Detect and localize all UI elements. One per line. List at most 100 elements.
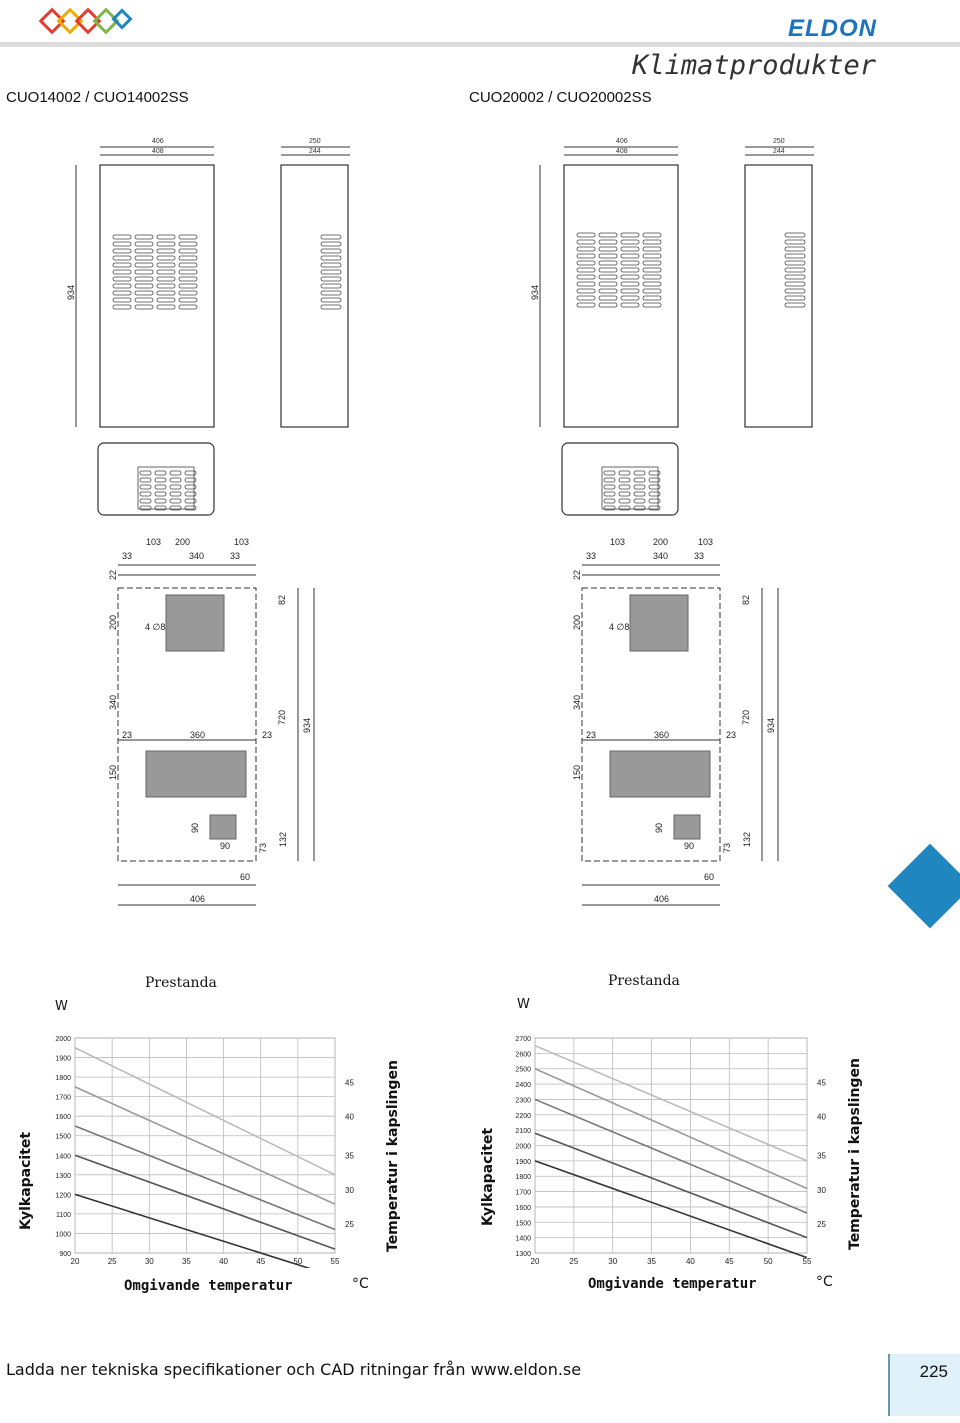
svg-text:244: 244 xyxy=(309,148,321,155)
vent-slat xyxy=(134,269,154,275)
svg-text:73: 73 xyxy=(258,843,268,853)
vent-slat xyxy=(576,288,596,294)
y-tick-label: 2100 xyxy=(515,1128,531,1135)
x-tick-label: 55 xyxy=(803,1257,812,1266)
svg-text:150: 150 xyxy=(108,765,118,780)
vent-slat xyxy=(784,274,806,280)
svg-text:360: 360 xyxy=(190,730,205,740)
vent-slat xyxy=(642,260,662,266)
vent-slat xyxy=(620,302,640,308)
chart-right-unit: W xyxy=(517,997,530,1012)
vent-slat xyxy=(320,304,342,310)
vent-slat xyxy=(134,276,154,282)
vent-slat xyxy=(156,269,176,275)
vent-slat xyxy=(112,234,132,240)
vent-slat xyxy=(154,477,167,483)
svg-text:406: 406 xyxy=(654,894,669,904)
y-tick-label: 1300 xyxy=(55,1173,71,1180)
x-tick-label: 30 xyxy=(145,1257,154,1266)
y-tick-label: 2300 xyxy=(515,1097,531,1104)
vent-slat xyxy=(156,283,176,289)
vent-slat xyxy=(320,255,342,261)
vent-slat xyxy=(633,477,646,483)
vent-slat xyxy=(603,470,616,476)
svg-text:720: 720 xyxy=(741,710,751,725)
svg-text:90: 90 xyxy=(654,823,664,833)
svg-text:244: 244 xyxy=(773,148,785,155)
vent-slat xyxy=(576,246,596,252)
vent-slat xyxy=(178,304,198,310)
vent-slat xyxy=(620,246,640,252)
vent-slat xyxy=(139,470,152,476)
vent-slat xyxy=(603,491,616,497)
vent-slat xyxy=(618,477,631,483)
x-tick-label: 35 xyxy=(182,1257,191,1266)
vent-slat xyxy=(648,477,661,483)
vent-slat xyxy=(642,239,662,245)
y-tick-label: 1500 xyxy=(515,1220,531,1227)
x-tick-label: 55 xyxy=(331,1257,340,1266)
drawing-set-right xyxy=(539,146,814,906)
svg-text:22: 22 xyxy=(572,570,582,580)
vent-slat xyxy=(633,505,646,511)
vent-slat xyxy=(648,491,661,497)
svg-text:ELDON: ELDON xyxy=(788,15,877,40)
vent-slat xyxy=(320,297,342,303)
technical-drawings: 406 408 250 244 406 408 250 244 103 200 … xyxy=(66,138,814,906)
svg-text:33: 33 xyxy=(694,551,704,561)
vent-slat xyxy=(178,255,198,261)
svg-text:4 ∅8: 4 ∅8 xyxy=(145,622,165,632)
y-tick-label: 1400 xyxy=(55,1153,71,1160)
vent-slat xyxy=(156,248,176,254)
vent-slat xyxy=(620,288,640,294)
vent-slat xyxy=(139,477,152,483)
series-label: 30 xyxy=(817,1186,826,1195)
vent-slat xyxy=(112,248,132,254)
vent-slat xyxy=(178,234,198,240)
drawing-set-left xyxy=(75,146,350,906)
vent-slat xyxy=(633,498,646,504)
vent-slat xyxy=(648,470,661,476)
vent-slat xyxy=(320,276,342,282)
svg-text:406: 406 xyxy=(616,138,628,145)
series-line xyxy=(534,1132,808,1239)
svg-text:22: 22 xyxy=(108,570,118,580)
vent-slat xyxy=(642,288,662,294)
svg-text:340: 340 xyxy=(572,695,582,710)
vent-slat xyxy=(598,288,618,294)
y-tick-label: 1300 xyxy=(515,1251,531,1258)
svg-text:406: 406 xyxy=(190,894,205,904)
vent-slat xyxy=(633,491,646,497)
vent-slat xyxy=(112,241,132,247)
vent-slat xyxy=(620,281,640,287)
series-label: 45 xyxy=(345,1078,354,1087)
vent-slat xyxy=(134,290,154,296)
y-tick-label: 1500 xyxy=(55,1134,71,1141)
vent-slat xyxy=(576,295,596,301)
x-tick-label: 50 xyxy=(764,1257,773,1266)
vent-slat xyxy=(598,274,618,280)
vent-slat xyxy=(598,260,618,266)
vent-slat xyxy=(156,297,176,303)
y-tick-label: 2700 xyxy=(515,1036,531,1043)
vent-slat xyxy=(320,290,342,296)
series-line xyxy=(534,1067,808,1190)
vent-slat xyxy=(576,260,596,266)
vent-slat xyxy=(139,484,152,490)
svg-text:82: 82 xyxy=(277,595,287,605)
svg-text:408: 408 xyxy=(616,148,628,155)
vent-slat xyxy=(156,304,176,310)
y-tick-label: 1700 xyxy=(55,1095,71,1102)
svg-text:33: 33 xyxy=(122,551,132,561)
svg-text:4 ∅8: 4 ∅8 xyxy=(609,622,629,632)
vent-slat xyxy=(178,297,198,303)
svg-text:82: 82 xyxy=(741,595,751,605)
vent-slat xyxy=(112,297,132,303)
vent-slat xyxy=(156,276,176,282)
vent-slat xyxy=(154,498,167,504)
vent-slat xyxy=(178,283,198,289)
vent-slat xyxy=(603,498,616,504)
vent-slat xyxy=(169,484,182,490)
svg-text:200: 200 xyxy=(175,537,190,547)
vent-slat xyxy=(603,477,616,483)
